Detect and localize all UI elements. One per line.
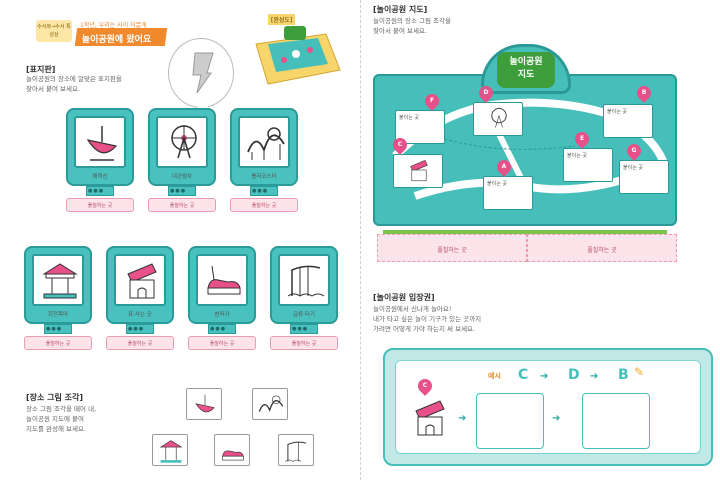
pieces-section-title: [장소 그림 조각] — [26, 393, 84, 402]
ferris-wheel-icon — [491, 107, 507, 128]
map-slot-e[interactable]: 붙이는 곳 — [563, 148, 613, 182]
speech-bubble — [168, 38, 234, 108]
map-thumbnail-icon — [255, 26, 341, 85]
glue-area: 풀칠하는 곳 — [66, 198, 134, 212]
ticket-inner: C 예시 C ➔ D ➔ B ✎ ➔ ➔ — [395, 360, 701, 454]
ticket-instruction-3: 가려면 어떻게 가야 하는지 써 보세요. — [373, 325, 476, 333]
map-pin-c: C — [390, 135, 410, 155]
signboard-icon — [192, 52, 214, 94]
map-slot-d[interactable] — [473, 102, 523, 136]
map-slot-b[interactable]: 붙이는 곳 — [603, 104, 653, 138]
page-subtitle: 1학년, 우리는 사이 이끌게 — [80, 22, 147, 29]
map-slot-a[interactable]: 붙이는 곳 — [483, 176, 533, 210]
water-slide-icon — [287, 265, 325, 297]
ticket-booth-icon — [410, 160, 428, 182]
glue-area: 풀칠하는 곳 — [270, 336, 338, 350]
map-pin-f: F — [422, 91, 442, 111]
water-slide-icon — [285, 441, 307, 462]
arrow-icon: ➔ — [458, 413, 467, 424]
admission-ticket: C 예시 C ➔ D ➔ B ✎ ➔ ➔ — [383, 348, 713, 466]
sign-carousel[interactable]: 회전목마 ●●● 풀칠하는 곳 — [24, 246, 92, 356]
pieces-instruction-3: 지도를 완성해 보세요. — [26, 425, 87, 433]
ticket-instruction-1: 놀이공원에서 신나게 놀아요! — [373, 305, 452, 313]
bumper-car-icon — [207, 265, 241, 295]
sign-label: 회전목마 — [47, 312, 69, 318]
pirate-ship-icon — [86, 126, 118, 161]
start-pin: C — [415, 376, 435, 396]
piece-water-slide[interactable] — [278, 434, 314, 466]
map-pin-a: A — [494, 157, 514, 177]
sign-label: 대관람차 — [171, 174, 193, 180]
route-step-2: D — [568, 367, 580, 383]
ferris-wheel-icon — [171, 125, 197, 159]
arrow-icon: ➔ — [590, 371, 599, 382]
map-instruction-2: 찾아서 붙여 보세요. — [373, 27, 428, 35]
sign-label: 해적선 — [92, 174, 108, 180]
map-pin-d: D — [476, 83, 496, 103]
map-pin-e: E — [572, 129, 592, 149]
map-instruction-1: 놀이공원의 장소 그림 조각을 — [373, 17, 451, 25]
map-glue-right: 풀칠하는 곳 — [527, 234, 677, 262]
roller-coaster-icon — [258, 395, 284, 413]
route-step-3: B — [618, 367, 629, 383]
glue-area: 풀칠하는 곳 — [24, 336, 92, 350]
sign-label: 급류 타기 — [293, 312, 315, 318]
answer-box-1[interactable] — [476, 393, 544, 449]
answer-box-2[interactable] — [582, 393, 650, 449]
arrow-icon: ➔ — [540, 371, 549, 382]
thumbnail-label: [완성도] — [268, 14, 296, 25]
route-step-1: C — [518, 367, 529, 383]
ticket-booth-icon — [127, 263, 157, 299]
map-slot-g[interactable]: 붙이는 곳 — [619, 160, 669, 194]
map-section-title: [놀이공원 지도] — [373, 5, 428, 14]
pirate-ship-icon — [195, 394, 215, 413]
map-title: 놀이공원 지도 — [497, 52, 555, 88]
carousel-icon — [159, 440, 183, 463]
signs-section-title: [표지판] — [26, 65, 56, 74]
ticket-booth-icon — [415, 400, 445, 436]
right-page: [놀이공원 지도] 놀이공원의 장소 그림 조각을 찾아서 붙여 보세요. 놀이… — [360, 0, 720, 480]
sign-label: 롤러코스터 — [251, 174, 277, 180]
piece-pirate-ship[interactable] — [186, 388, 222, 420]
sign-ticket-booth[interactable]: 표 사는 곳 ●●● 풀칠하는 곳 — [106, 246, 174, 356]
glue-area: 풀칠하는 곳 — [230, 198, 298, 212]
glue-area: 풀칠하는 곳 — [106, 336, 174, 350]
pieces-instruction-2: 놀이공원 지도에 붙여 — [26, 415, 84, 423]
sign-label: 범퍼카 — [214, 312, 230, 318]
page-title: 놀이공원에 왔어요 — [74, 28, 168, 46]
level-badge: 수서와→수서 특성상 — [36, 20, 72, 42]
pencil-icon: ✎ — [634, 365, 645, 379]
sign-water-slide[interactable]: 급류 타기 ●●● 풀칠하는 곳 — [270, 246, 338, 356]
example-label: 예시 — [488, 372, 501, 380]
piece-roller-coaster[interactable] — [252, 388, 288, 420]
map-slot-c[interactable] — [393, 154, 443, 188]
ticket-section-title: [놀이공원 입장권] — [373, 293, 435, 302]
sign-roller-coaster[interactable]: 롤러코스터 ●●● 풀칠하는 곳 — [230, 108, 298, 218]
signs-instruction-2: 찾아서 붙여 보세요. — [26, 85, 81, 93]
map-glue-left: 풀칠하는 곳 — [377, 234, 527, 262]
completed-map-thumbnail: [완성도] — [246, 14, 344, 88]
roller-coaster-icon — [247, 127, 285, 160]
sign-label: 표 사는 곳 — [128, 312, 152, 318]
grass-strip — [383, 230, 667, 236]
piece-carousel[interactable] — [152, 434, 188, 466]
ticket-instruction-2: 내가 타고 싶은 놀이 기구가 있는 곳까지 — [373, 315, 482, 323]
sign-bumper-car[interactable]: 범퍼카 ●●● 풀칠하는 곳 — [188, 246, 256, 356]
sign-pirate-ship[interactable]: 해적선 ●●● 풀칠하는 곳 — [66, 108, 134, 218]
map-slot-f[interactable]: 붙이는 곳 — [395, 110, 445, 144]
signs-instruction-1: 놀이공원의 장소에 알맞은 표지판을 — [26, 75, 122, 83]
left-page: 수서와→수서 특성상 1학년, 우리는 사이 이끌게 놀이공원에 왔어요 [완성… — [24, 14, 344, 466]
arrow-icon: ➔ — [552, 413, 561, 424]
map-pin-b: B — [634, 83, 654, 103]
sign-ferris-wheel[interactable]: 대관람차 ●●● 풀칠하는 곳 — [148, 108, 216, 218]
glue-area: 풀칠하는 곳 — [148, 198, 216, 212]
glue-area: 풀칠하는 곳 — [188, 336, 256, 350]
carousel-icon — [42, 263, 78, 299]
amusement-park-map: 놀이공원 지도 붙이는 곳 붙이는 곳 붙이는 곳 붙이는 곳 붙이는 곳 F … — [373, 44, 677, 272]
pieces-instruction-1: 장소 그림 조각을 떼어 내, — [26, 405, 97, 413]
bumper-car-icon — [222, 450, 244, 461]
piece-bumper-car[interactable] — [214, 434, 250, 466]
map-pin-g: G — [624, 141, 644, 161]
